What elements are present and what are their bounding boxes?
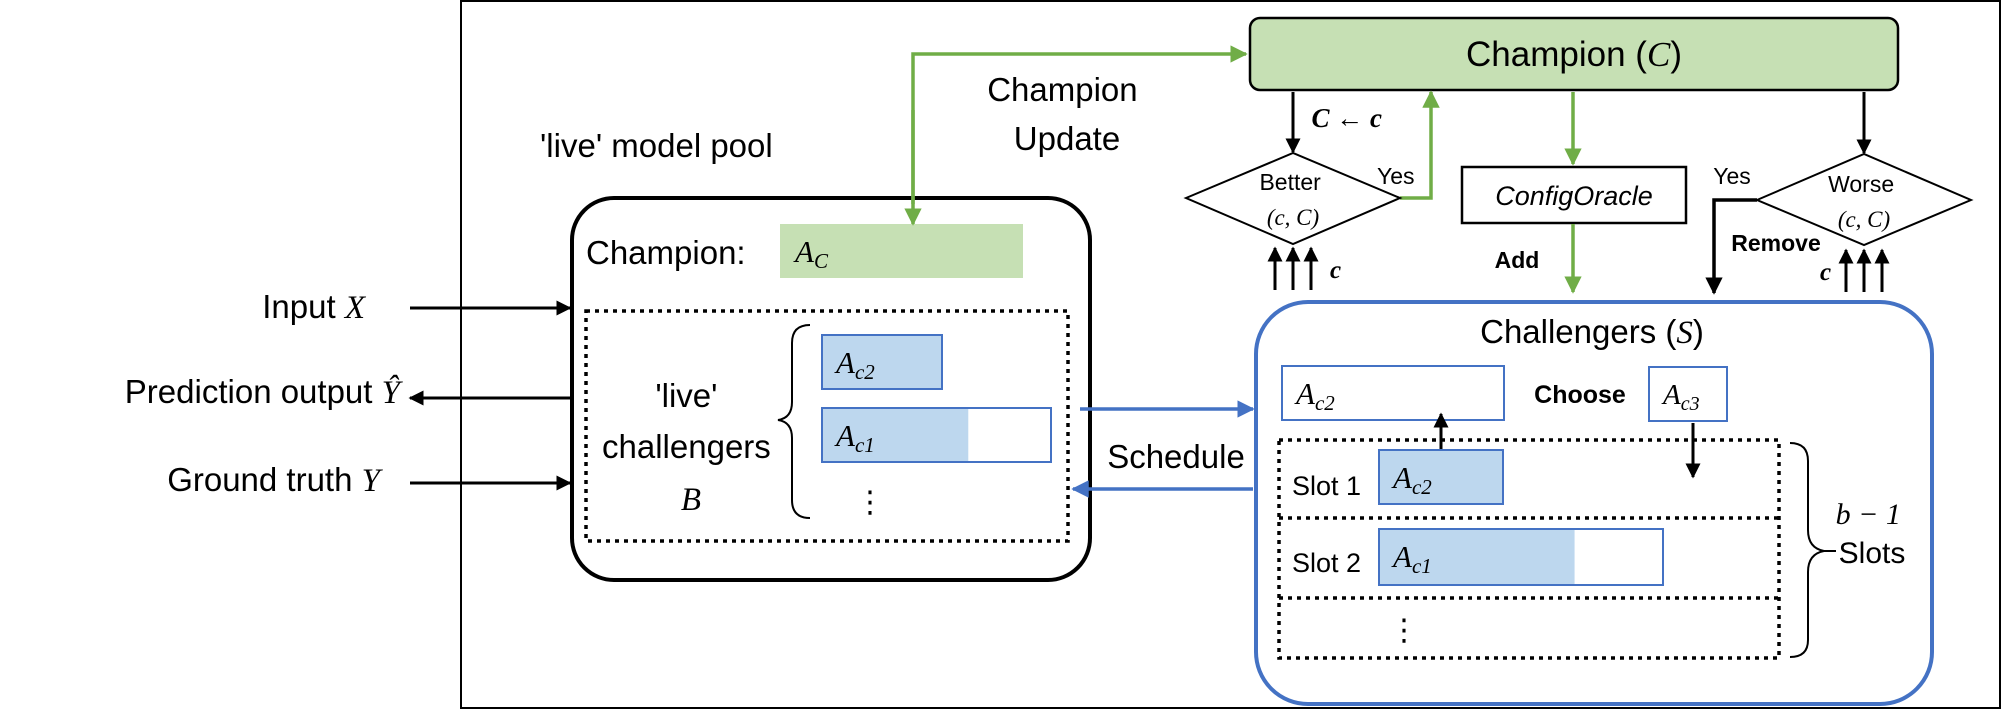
candidate-model: Ac3 [1661,379,1700,415]
better-decision [1183,151,1403,246]
pool-model-progress-2 [823,409,969,461]
pool-model-label-1: Ac2 [834,345,875,384]
input-label: Input X [262,288,367,326]
worse-remove-arrow [1705,198,1757,295]
challengers-title: Challengers (S) [1480,313,1704,351]
better-yes-arrow [1400,90,1440,200]
prediction-label: Prediction output Ŷ [125,373,404,411]
ground-truth-label: Ground truth Y [167,461,383,499]
oracle-add-label: Add [1495,247,1540,273]
better-input-arrows [1267,246,1319,290]
slot-model-progress-1 [1380,451,1502,503]
champion-update-label: Champion Update [987,71,1147,157]
slot-model-label-2: Ac1 [1391,539,1432,578]
chosen-model: Ac2 [1294,376,1335,415]
pool-champion-model-box [780,224,1023,278]
pool-model-progress-1 [823,336,941,388]
live-challengers-label: 'live' challengers B [602,377,780,518]
slot-label-2: Slot 2 [1292,548,1361,578]
slot-label-1: Slot 1 [1292,471,1361,501]
config-oracle-box [1460,165,1688,225]
slot-count-label: b − 1 Slots [1836,498,1909,570]
worse-remove-label: Remove [1731,230,1820,256]
pool-champion-model: AC [793,234,829,273]
worse-yes-label: Yes [1713,163,1751,189]
candidate-model-box [1648,366,1728,422]
worse-c-label: c [1820,259,1831,286]
slot-ellipsis: ⋮ [1389,614,1419,647]
live-challengers-brace [777,324,811,519]
better-c-label: c [1330,257,1341,284]
worse-decision-label: Worse (c, C) [1828,171,1900,232]
champion-box-label: Champion (C) [1466,35,1682,74]
config-oracle-label: ConfigOracle [1495,181,1653,211]
pool-model-label-2: Ac1 [834,418,875,457]
better-yes-label: Yes [1377,163,1415,189]
slot-model-progress-2 [1380,530,1575,584]
pool-title: 'live' model pool [540,127,773,164]
better-decision-label: Better (c, C) [1259,169,1326,230]
champion-assign-label: C ← c [1312,103,1383,133]
schedule-label: Schedule [1107,438,1245,475]
slot-model-label-1: Ac2 [1391,460,1432,499]
pool-ellipsis: ⋮ [855,486,885,519]
chosen-model-box [1281,365,1505,421]
slot-region [1277,438,1781,660]
worse-decision [1754,152,1974,247]
champion-box [1248,16,1900,92]
outer-frame [460,0,2001,709]
challengers-box [1254,300,1934,706]
live-challengers-region [584,309,1070,543]
pool-champion-label: Champion: [586,234,746,271]
choose-label: Choose [1534,381,1626,409]
worse-input-arrows [1838,248,1890,292]
live-model-pool [570,196,1092,582]
slot-brace [1789,442,1825,658]
